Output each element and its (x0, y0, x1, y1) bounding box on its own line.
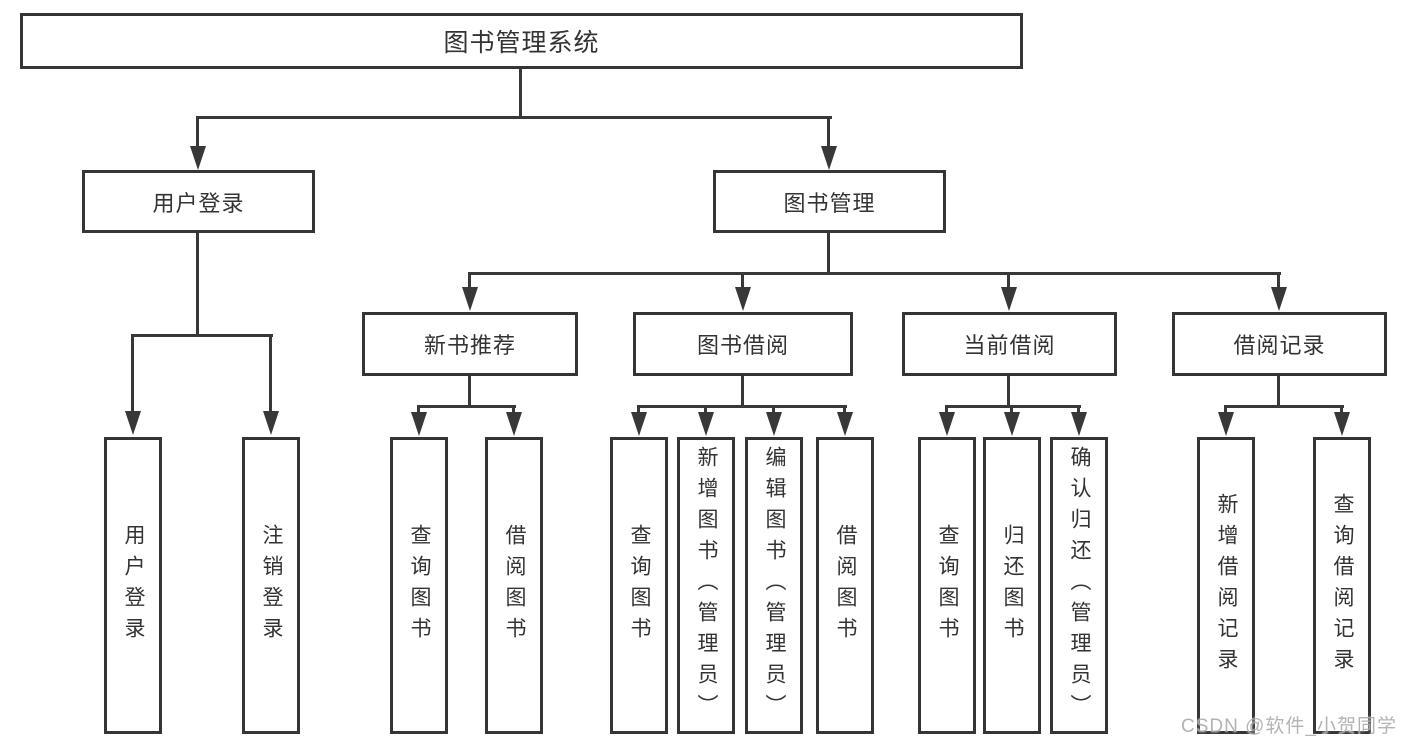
connector-stub-leaf-logout (269, 334, 272, 412)
arrow-down-icon (1334, 412, 1350, 436)
node-leaf-add-book-admin: 新增图书（管理员） (677, 437, 735, 734)
connector-book-borrow-trunk (741, 376, 744, 407)
arrow-down-icon (631, 412, 647, 436)
connector-stub (512, 405, 515, 415)
arrow-down-icon (506, 412, 522, 436)
node-user-login: 用户登录 (82, 170, 315, 233)
node-new-book-recommend: 新书推荐 (362, 312, 578, 376)
node-leaf-borrow-books: 借阅图书 (816, 437, 874, 734)
connector-stub-book-management (827, 116, 830, 150)
connector-stub-book-borrow (741, 272, 744, 290)
node-leaf-query-books-current: 查询图书 (918, 437, 976, 734)
node-leaf-confirm-return-admin: 确认归还（管理员） (1050, 437, 1108, 734)
connector-stub (1224, 405, 1227, 415)
node-root: 图书管理系统 (20, 13, 1023, 69)
connector-stub (704, 405, 707, 415)
connector-book-borrow-split (637, 405, 847, 408)
arrow-down-icon (821, 146, 837, 170)
node-leaf-borrow-books-recommend: 借阅图书 (485, 437, 543, 734)
node-book-borrow: 图书借阅 (633, 312, 853, 376)
node-leaf-logout: 注销登录 (242, 437, 300, 734)
arrow-down-icon (837, 412, 853, 436)
arrow-down-icon (1218, 412, 1234, 436)
arrow-down-icon (735, 287, 751, 311)
connector-stub-borrow-records (1277, 272, 1280, 290)
connector-borrow-records-split (1224, 405, 1344, 408)
arrow-down-icon (411, 412, 427, 436)
node-leaf-add-borrow-record: 新增借阅记录 (1197, 437, 1255, 734)
node-leaf-query-borrow-record: 查询借阅记录 (1313, 437, 1371, 734)
node-leaf-query-books-borrow: 查询图书 (610, 437, 668, 734)
connector-user-login-trunk (196, 233, 199, 335)
connector-stub-current-borrow (1007, 272, 1010, 290)
arrow-down-icon (1001, 287, 1017, 311)
arrow-down-icon (1271, 287, 1287, 311)
arrow-down-icon (1004, 412, 1020, 436)
watermark: CSDN @软件_小贺同学 (1181, 716, 1397, 737)
connector-stub-user-login (196, 116, 199, 150)
connector-stub (417, 405, 420, 415)
connector-stub (1077, 405, 1080, 415)
connector-book-management-trunk (827, 233, 830, 273)
arrow-down-icon (263, 411, 279, 435)
connector-stub (772, 405, 775, 415)
connector-stub-new-book-recommend (468, 272, 471, 290)
connector-root-split (196, 116, 832, 119)
connector-stub-leaf-user-login (131, 334, 134, 412)
connector-borrow-records-trunk (1277, 376, 1280, 407)
connector-stub (945, 405, 948, 415)
connector-current-borrow-trunk (1007, 376, 1010, 407)
node-borrow-records: 借阅记录 (1172, 312, 1387, 376)
connector-current-borrow-split (945, 405, 1081, 408)
arrow-down-icon (1071, 412, 1087, 436)
connector-root-trunk (519, 69, 522, 117)
node-leaf-return-book: 归还图书 (983, 437, 1041, 734)
connector-stub (1340, 405, 1343, 415)
connector-user-login-split (131, 334, 273, 337)
node-book-management: 图书管理 (713, 170, 946, 233)
arrow-down-icon (766, 412, 782, 436)
connector-recommend-trunk (468, 376, 471, 407)
connector-stub (1010, 405, 1013, 415)
node-leaf-user-login: 用户登录 (104, 437, 162, 734)
connector-stub (843, 405, 846, 415)
arrow-down-icon (698, 412, 714, 436)
node-current-borrow: 当前借阅 (902, 312, 1117, 376)
node-leaf-edit-book-admin: 编辑图书（管理员） (745, 437, 803, 734)
arrow-down-icon (939, 412, 955, 436)
arrow-down-icon (125, 411, 141, 435)
connector-book-management-split (468, 272, 1281, 275)
arrow-down-icon (190, 146, 206, 170)
connector-stub (637, 405, 640, 415)
connector-recommend-split (417, 405, 516, 408)
arrow-down-icon (462, 287, 478, 311)
node-leaf-query-books-recommend: 查询图书 (390, 437, 448, 734)
